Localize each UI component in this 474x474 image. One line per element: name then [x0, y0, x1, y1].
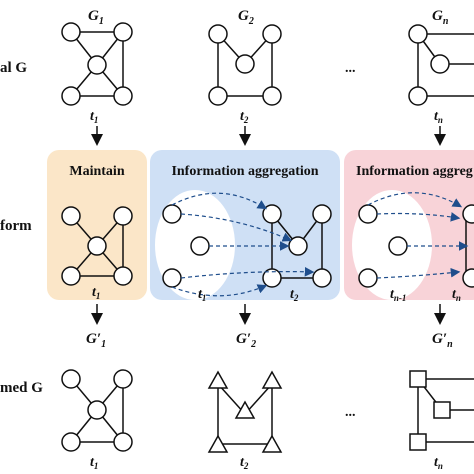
top-graph-1: [61, 22, 133, 106]
row-label-transformed: med G: [0, 380, 43, 396]
aggregation-2-title: Information aggreg: [356, 164, 473, 179]
top-graph-n: [408, 24, 474, 106]
top-graph-2: [208, 24, 282, 106]
bottom-time-2: t2: [240, 455, 249, 471]
maintain-box: [47, 150, 147, 300]
maintain-graph: [61, 206, 133, 286]
bottom-time-n: tn: [434, 455, 443, 471]
aggregation-2-time-b: tn: [452, 287, 461, 303]
top-graph-title-1: G1: [88, 8, 104, 27]
aggregation-1-prev-nodes: [162, 204, 210, 288]
aggregation-1-time-a: t1: [198, 287, 206, 303]
ellipsis-bottom: ...: [345, 405, 356, 420]
aggregation-1-time-b: t2: [290, 287, 299, 303]
top-graph-title-n: Gn: [432, 8, 449, 27]
row-label-original: al G: [0, 60, 27, 76]
aggregation-1-title: Information aggregation: [171, 164, 318, 179]
maintain-time: t1: [92, 285, 100, 301]
maintain-title: Maintain: [69, 164, 124, 179]
bottom-graph-title-n: G′n: [432, 331, 453, 350]
bottom-graph-n: [409, 370, 474, 451]
ellipsis-top: ...: [345, 61, 356, 76]
row-label-transform: form: [0, 218, 32, 234]
top-time-1: t1: [90, 109, 98, 125]
bottom-time-1: t1: [90, 455, 98, 471]
top-graph-title-2: G2: [238, 8, 254, 27]
aggregation-2-links: [367, 192, 469, 279]
aggregation-2-prev-nodes: [358, 204, 408, 288]
top-time-2: t2: [240, 109, 249, 125]
top-time-n: tn: [434, 109, 443, 125]
bottom-graph-2: [207, 370, 283, 453]
bottom-graph-title-1: G′1: [86, 331, 106, 350]
bottom-graph-title-2: G′2: [236, 331, 256, 350]
aggregation-1-links: [171, 192, 315, 297]
bottom-graph-1: [61, 369, 133, 452]
